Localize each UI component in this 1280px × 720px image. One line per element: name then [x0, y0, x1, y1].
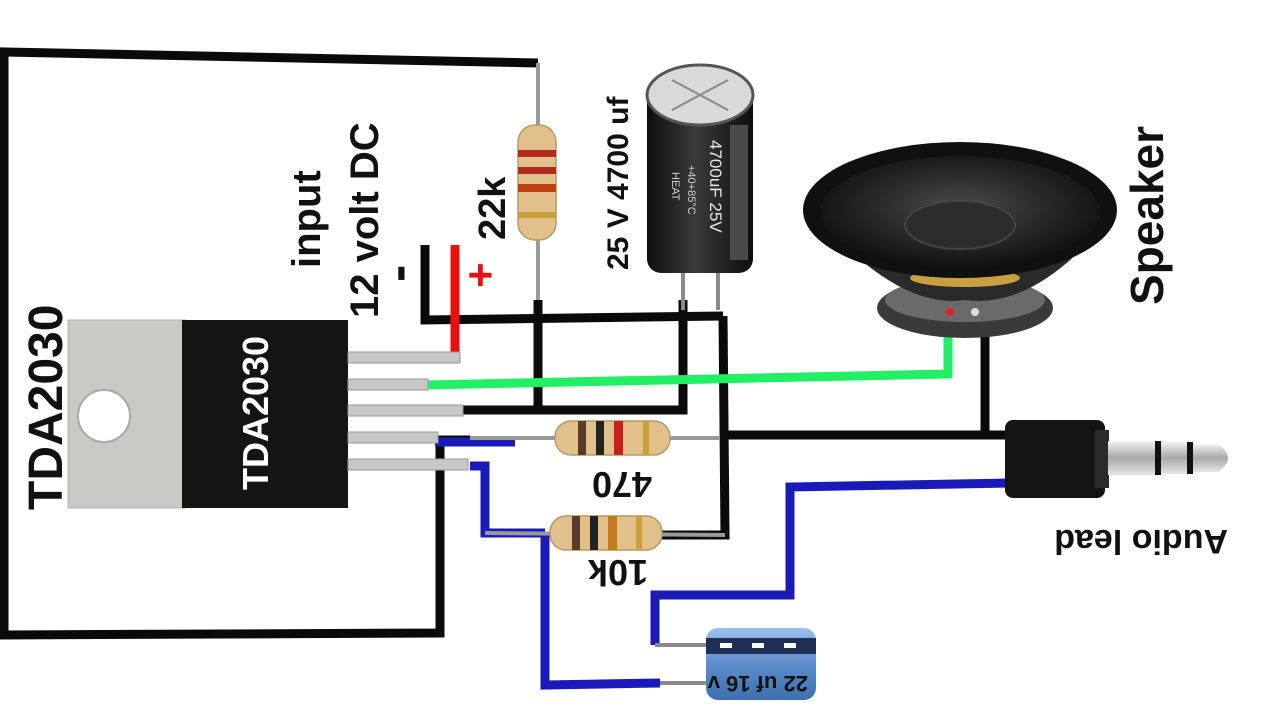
- r22k-band-4: [518, 212, 556, 218]
- r470-band-2: [596, 421, 604, 455]
- r470-label: 470: [592, 464, 652, 505]
- r470-body: [554, 420, 671, 456]
- ic-pin-4: [347, 431, 439, 444]
- r22k-band-2: [518, 167, 556, 174]
- pin3-wire: [460, 300, 688, 415]
- speaker-dust-cap: [904, 200, 1016, 250]
- ic-pin-1: [347, 351, 461, 364]
- r10k-band-4: [636, 516, 642, 550]
- r22k-label: 22k: [472, 176, 514, 240]
- output-speaker-wire: [424, 325, 953, 390]
- cap-big-series-label: HEAT: [669, 172, 681, 201]
- cap-big-label: 25 V 4700 uf: [602, 96, 635, 270]
- input-label: input: [285, 170, 329, 268]
- r470-band-1: [578, 421, 586, 455]
- resistor-10k: [484, 515, 726, 551]
- jack-ring-insulator-1: [1155, 441, 1161, 475]
- cap-small-minus-mark-1: [720, 643, 732, 648]
- tda2030-ic: TDA2030: [67, 319, 469, 509]
- r10k-body: [549, 515, 663, 551]
- ic-body-label: TDA2030: [235, 336, 276, 490]
- ic-pin-3: [347, 404, 464, 417]
- speaker-terminal-2: [971, 308, 979, 316]
- cap-big-stripe: [730, 125, 748, 260]
- r10k-band-2: [590, 516, 598, 550]
- r10k-to-cap-wire: [540, 533, 661, 690]
- r22k-body: [517, 124, 557, 241]
- cap-small-minus-mark-3: [784, 643, 796, 648]
- cap-big-vent-2: [671, 79, 729, 111]
- r22k-band-1: [518, 150, 556, 157]
- jack-collar: [1095, 430, 1109, 488]
- jack-ring: [1161, 442, 1187, 474]
- resistor-22k: [517, 63, 557, 300]
- cap-feedback-wire: [660, 315, 730, 540]
- cap-big-temp-label: +40+85°C: [685, 165, 697, 215]
- jack-ring-insulator-2: [1187, 442, 1193, 474]
- cap-small-minus-mark-2: [752, 643, 764, 648]
- ic-body: [182, 320, 348, 508]
- supply-negative-wire: [420, 245, 724, 325]
- pin2-to-r10k-wire: [470, 461, 545, 538]
- r470-band-4: [643, 421, 649, 455]
- ic-mounting-hole: [77, 389, 131, 443]
- r10k-band-3: [608, 516, 617, 550]
- capacitor-4700uf: 4700uF 25V +40+85°C HEAT: [645, 63, 755, 310]
- speaker: [803, 142, 1117, 338]
- audio-to-cap-wire: [650, 478, 1011, 645]
- jack-sleeve: [1108, 441, 1158, 475]
- ic-pins: [347, 351, 469, 471]
- r10k-label: 10k: [587, 552, 648, 593]
- cap-small-label: 22 uf 16 v: [707, 671, 808, 696]
- speaker-terminal-1: [946, 308, 954, 316]
- capacitor-22uf: 22 uf 16 v: [655, 628, 816, 700]
- r470-band-3: [614, 421, 623, 455]
- supply-plus-label: +: [456, 262, 505, 288]
- audio-jack: [1005, 420, 1228, 498]
- r10k-band-1: [572, 516, 580, 550]
- supply-minus-label: -: [369, 265, 427, 282]
- audio-lead-label: Audio lead: [1054, 522, 1228, 560]
- jack-housing: [1005, 420, 1105, 498]
- ic-side-label: TDA2030: [20, 305, 73, 510]
- speaker-label: Speaker: [1121, 126, 1173, 305]
- cap-big-body-label: 4700uF 25V: [706, 140, 725, 233]
- ic-pin-2: [347, 378, 429, 391]
- ic-pin-5: [347, 458, 469, 471]
- jack-tip: [1193, 444, 1228, 472]
- cap-big-body: [647, 88, 753, 273]
- r22k-band-3: [518, 184, 556, 192]
- supply-voltage-label: 12 volt DC: [343, 122, 387, 318]
- resistor-470: [470, 420, 720, 456]
